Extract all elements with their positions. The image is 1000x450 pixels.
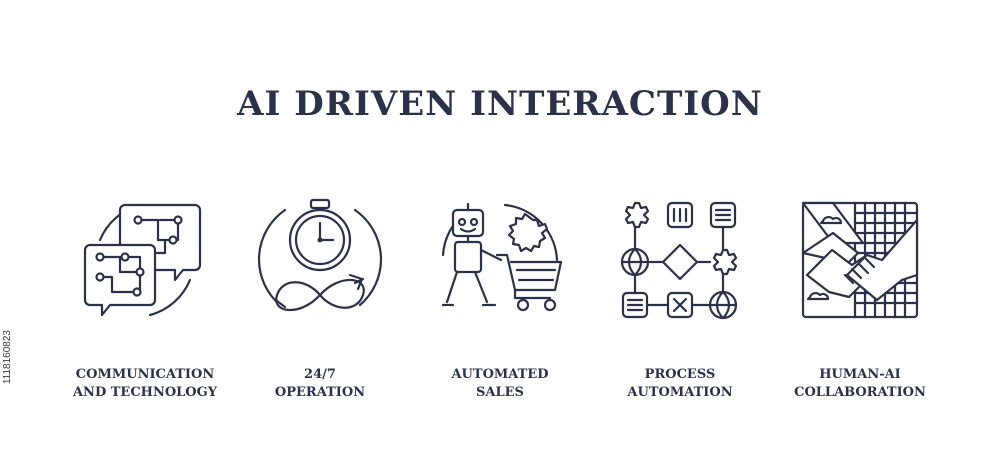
process-flow-icon xyxy=(615,195,745,325)
label-line: AUTOMATED xyxy=(451,367,549,382)
label-line: HUMAN-AI xyxy=(819,367,901,382)
clock-infinity-icon xyxy=(255,195,385,325)
robot-cart-icon xyxy=(435,195,565,325)
label-communication: COMMUNICATION AND TECHNOLOGY xyxy=(55,366,235,402)
label-line: COLLABORATION xyxy=(794,385,926,400)
page-title: AI DRIVEN INTERACTION xyxy=(237,84,763,124)
label-operation: 24/7 OPERATION xyxy=(230,366,410,402)
chat-circuit-icon xyxy=(80,195,210,325)
label-line: PROCESS xyxy=(644,367,716,382)
label-line: OPERATION xyxy=(274,385,366,400)
label-line: AUTOMATION xyxy=(627,385,733,400)
stock-id: 1118160823 xyxy=(2,330,13,385)
label-line: SALES xyxy=(476,385,524,400)
label-line: 24/7 xyxy=(304,367,336,382)
handshake-icon xyxy=(795,195,925,325)
label-process: PROCESS AUTOMATION xyxy=(590,366,770,402)
label-line: COMMUNICATION xyxy=(75,367,215,382)
label-collaboration: HUMAN-AI COLLABORATION xyxy=(770,366,950,402)
label-sales: AUTOMATED SALES xyxy=(410,366,590,402)
label-line: AND TECHNOLOGY xyxy=(72,385,218,400)
